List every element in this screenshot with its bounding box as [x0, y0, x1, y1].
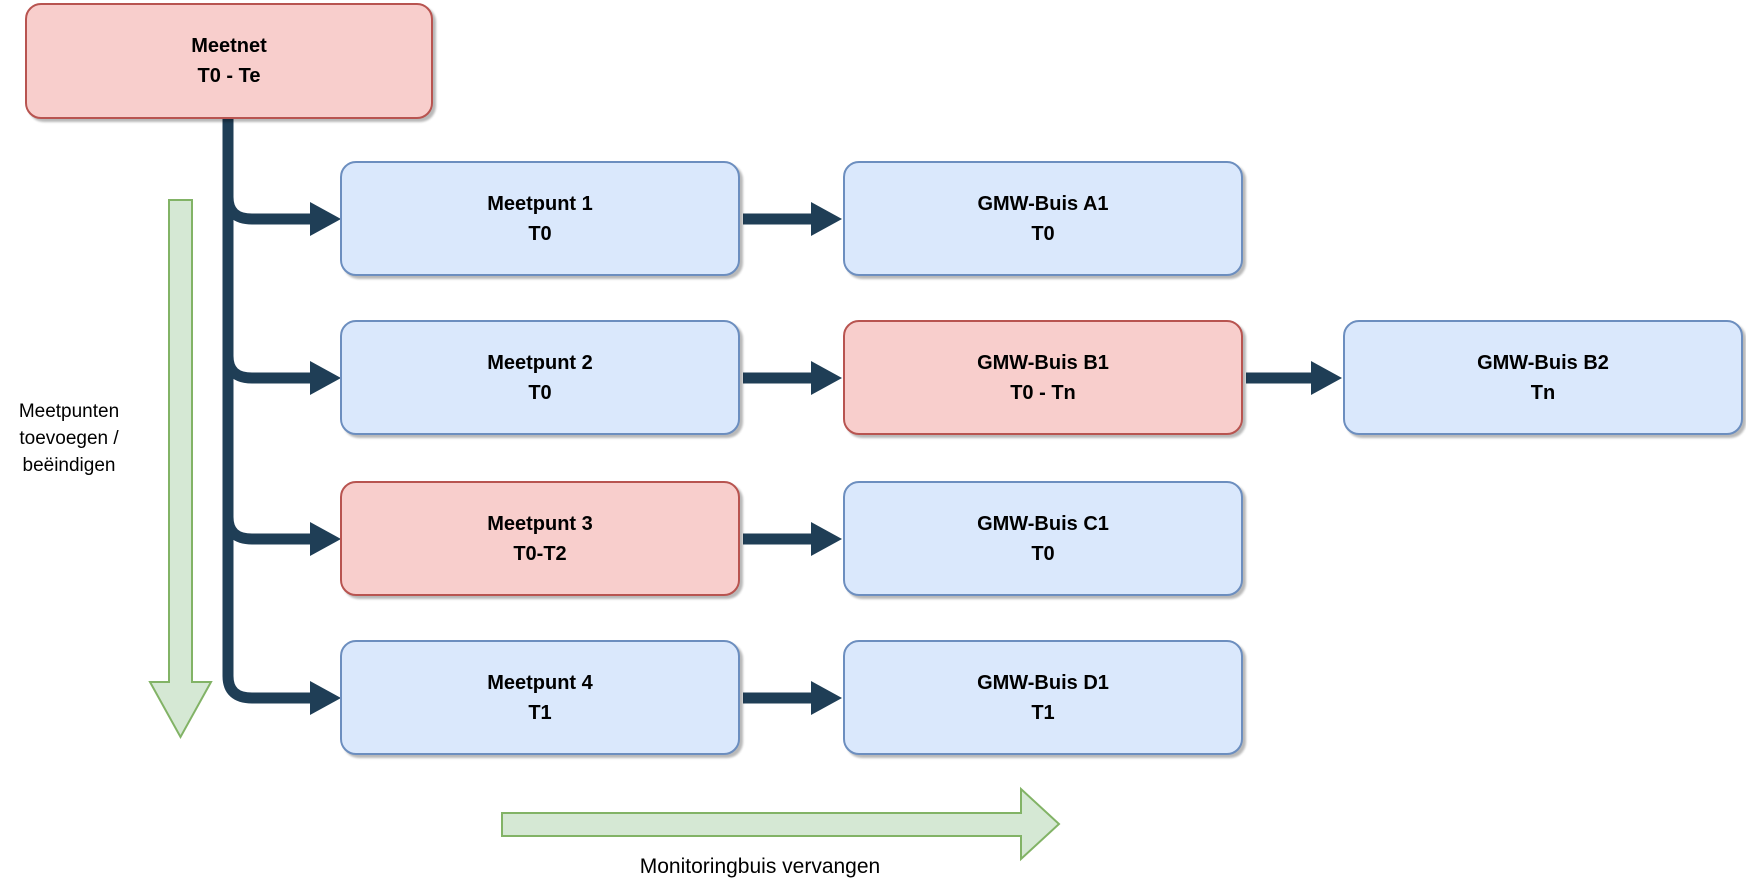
green-vertical-arrow — [148, 199, 213, 740]
node-gmw-buis-b2: GMW-Buis B2 Tn — [1343, 320, 1743, 435]
node-subtitle: T0-T2 — [513, 542, 567, 565]
node-subtitle: T0 - Te — [197, 65, 261, 87]
green-horizontal-arrow — [501, 786, 1061, 862]
left-arrow-label: Meetpunten toevoegen / beëindigen — [0, 398, 138, 479]
node-title: Meetpunt 4 — [487, 671, 593, 694]
branch-row4 — [222, 675, 312, 704]
node-subtitle: Tn — [1530, 381, 1556, 404]
node-title: GMW-Buis D1 — [977, 671, 1109, 694]
arrowhead-branch-row3 — [310, 522, 341, 556]
node-meetpunt-2: Meetpunt 2 T0 — [340, 320, 740, 435]
node-title: GMW-Buis C1 — [977, 512, 1109, 535]
node-subtitle: T1 — [1031, 701, 1055, 724]
arrowhead-b1-b2 — [1311, 361, 1342, 395]
node-gmw-buis-a1: GMW-Buis A1 T0 — [843, 161, 1243, 276]
node-title: Meetpunt 2 — [487, 351, 593, 374]
arrowhead-branch-row2 — [310, 361, 341, 395]
branch-row2 — [222, 355, 312, 384]
node-meetnet: Meetnet T0 - Te — [25, 3, 433, 119]
node-meetpunt-3: Meetpunt 3 T0-T2 — [340, 481, 740, 596]
left-arrow-label-line2: toevoegen / — [19, 428, 119, 449]
arrowhead-row3 — [811, 522, 842, 556]
bottom-arrow-label: Monitoringbuis vervangen — [639, 855, 881, 878]
branch-row3 — [222, 516, 312, 545]
node-gmw-buis-d1: GMW-Buis D1 T1 — [843, 640, 1243, 755]
branch-row1 — [222, 196, 312, 225]
node-subtitle: T0 — [1031, 222, 1055, 245]
arrowhead-row4 — [811, 681, 842, 715]
node-gmw-buis-c1: GMW-Buis C1 T0 — [843, 481, 1243, 596]
arrowhead-row2 — [811, 361, 842, 395]
node-title: GMW-Buis B1 — [977, 351, 1109, 374]
tree-connectors — [222, 116, 1312, 704]
node-title: GMW-Buis A1 — [977, 192, 1109, 215]
node-subtitle: T0 — [528, 222, 552, 245]
node-title: Meetpunt 1 — [487, 192, 593, 215]
arrowhead-row1 — [811, 202, 842, 236]
node-title: Meetpunt 3 — [487, 512, 593, 535]
arrowhead-branch-row4 — [310, 681, 341, 715]
node-title: Meetnet — [191, 35, 267, 57]
node-meetpunt-1: Meetpunt 1 T0 — [340, 161, 740, 276]
node-subtitle: T0 — [1031, 542, 1055, 565]
node-subtitle: T1 — [528, 701, 552, 724]
node-meetpunt-4: Meetpunt 4 T1 — [340, 640, 740, 755]
left-arrow-label-line1: Meetpunten — [18, 401, 120, 422]
node-subtitle: T0 - Tn — [1010, 381, 1076, 404]
node-gmw-buis-b1: GMW-Buis B1 T0 - Tn — [843, 320, 1243, 435]
left-arrow-label-line3: beëindigen — [22, 455, 116, 476]
arrowhead-branch-row1 — [310, 202, 341, 236]
node-subtitle: T0 — [528, 381, 552, 404]
node-title: GMW-Buis B2 — [1477, 351, 1609, 374]
arrowheads — [310, 202, 1342, 715]
